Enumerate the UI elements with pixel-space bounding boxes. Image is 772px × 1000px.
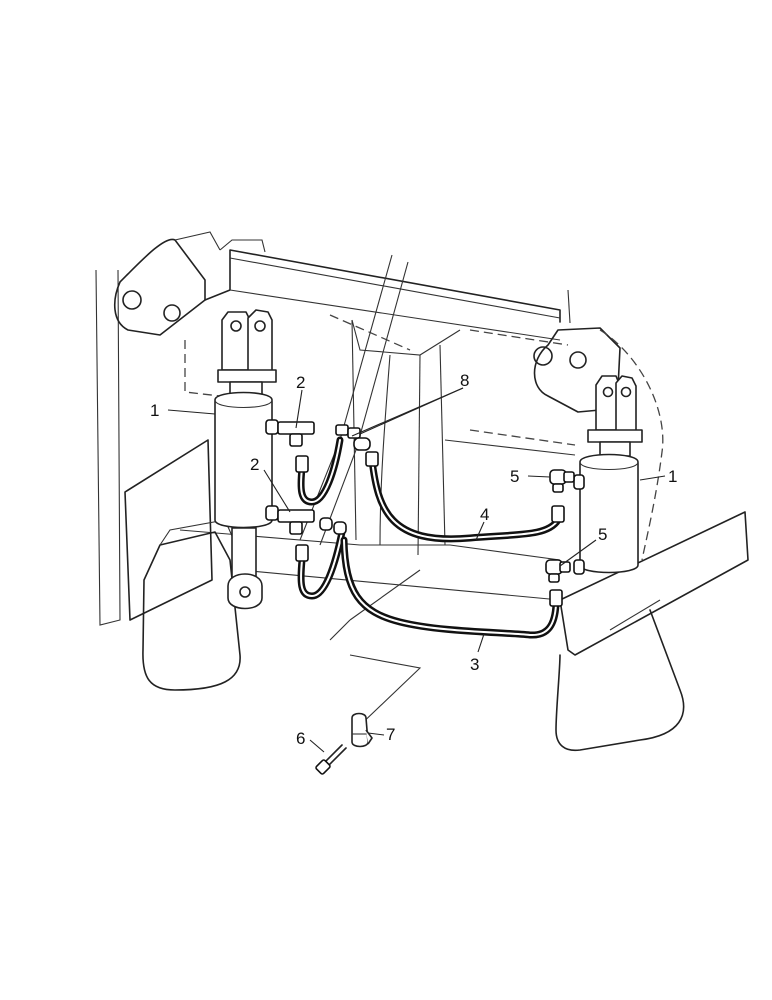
callout-labels: 1 1 2 2 3 4 5 5 6 7 8: [150, 371, 677, 748]
callout-6: 6: [296, 729, 305, 748]
bolt-6: [315, 744, 347, 775]
fittings: [277, 421, 575, 607]
hoses: [297, 436, 562, 639]
callout-3: 3: [470, 655, 479, 674]
callout-1-left: 1: [150, 401, 159, 420]
leader-lines: [167, 387, 666, 753]
callout-4: 4: [480, 505, 489, 524]
callout-7: 7: [386, 725, 395, 744]
callout-2-upper: 2: [296, 373, 305, 392]
callout-5-upper: 5: [510, 467, 519, 486]
clip-7: [351, 712, 373, 748]
callout-1-right: 1: [668, 467, 677, 486]
right-hydraulic-cylinder: [573, 375, 643, 575]
tee-fitting-lower: [277, 509, 315, 562]
frame-background: [95, 231, 749, 752]
tee-fitting-upper: [277, 421, 315, 473]
coupler-8: [319, 424, 379, 535]
elbow-fitting-lower: [545, 559, 571, 607]
hose-3: [340, 536, 560, 639]
callout-8: 8: [460, 371, 469, 390]
callout-5-lower: 5: [598, 525, 607, 544]
callout-2-lower: 2: [250, 455, 259, 474]
left-hydraulic-cylinder: [214, 309, 279, 610]
elbow-fitting-upper: [549, 469, 575, 523]
